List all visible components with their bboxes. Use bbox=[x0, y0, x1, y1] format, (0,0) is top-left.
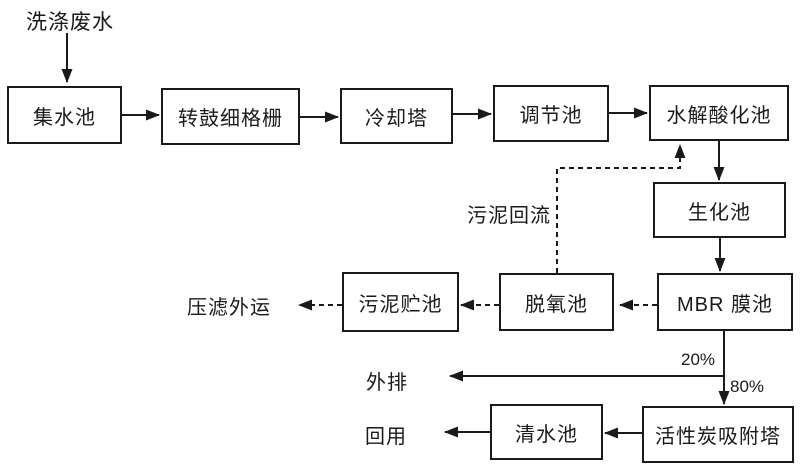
dashed-sludge-arrows bbox=[298, 144, 686, 311]
node-clean-water-tank: 清水池 bbox=[490, 404, 603, 460]
arrow-sludge-return bbox=[556, 144, 686, 273]
node-deoxygenation-tank: 脱氧池 bbox=[499, 273, 614, 331]
pct80-label: 80% bbox=[730, 377, 765, 396]
node-carbon-adsorption-tower: 活性炭吸附塔 bbox=[642, 406, 794, 463]
reuse-label: 回用 bbox=[365, 426, 407, 448]
node-collecting-tank: 集水池 bbox=[7, 86, 122, 144]
node-biochemical-tank: 生化池 bbox=[653, 182, 786, 238]
node-hydrolysis-tank: 水解酸化池 bbox=[649, 85, 789, 141]
node-drum-screen: 转鼓细格栅 bbox=[161, 88, 300, 145]
node-equalization-tank: 调节池 bbox=[493, 85, 609, 142]
influent-label: 洗涤废水 bbox=[26, 11, 114, 34]
pct20-label: 20% bbox=[681, 350, 716, 369]
node-mbr-tank: MBR 膜池 bbox=[657, 273, 793, 331]
solid-flow-arrows bbox=[61, 33, 730, 439]
node-cooling-tower: 冷却塔 bbox=[340, 88, 453, 144]
sludge-return-label: 污泥回流 bbox=[467, 205, 551, 227]
discharge-label: 外排 bbox=[366, 372, 408, 394]
filter-press-out-label: 压滤外运 bbox=[187, 297, 271, 319]
node-sludge-storage-tank: 污泥贮池 bbox=[342, 272, 459, 332]
